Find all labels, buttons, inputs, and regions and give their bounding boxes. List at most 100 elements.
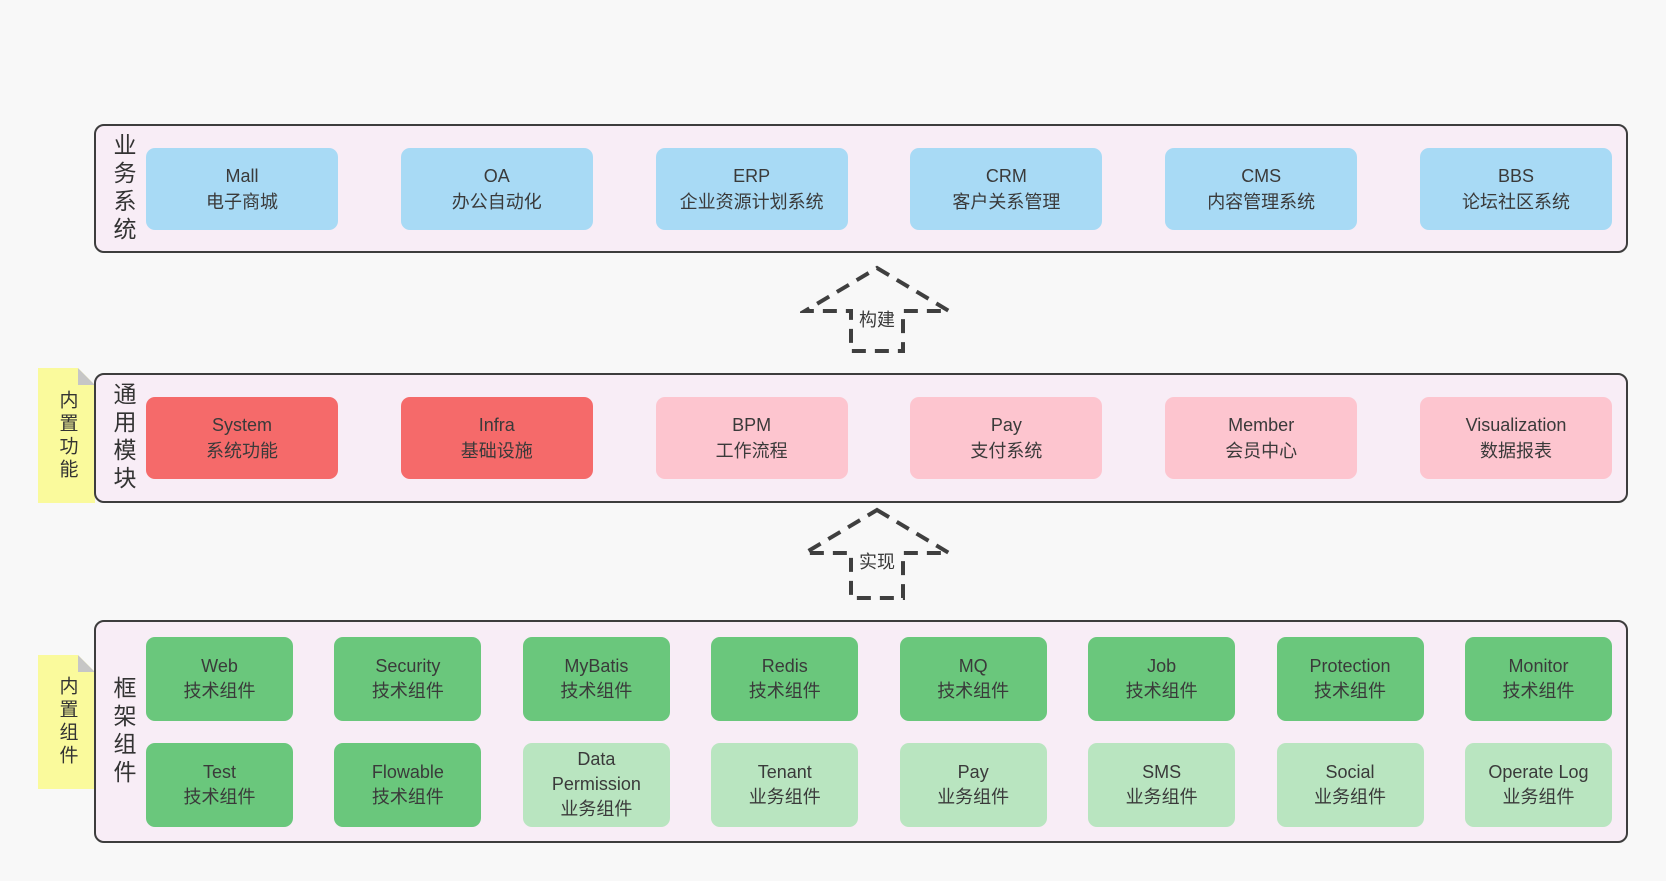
box-name: MyBatis	[564, 655, 629, 676]
box-mq: MQ 技术组件	[899, 636, 1047, 721]
box-name: Tenant	[757, 761, 812, 782]
sticky-label: 内置功能	[56, 389, 78, 482]
box-desc: 会员中心	[1225, 441, 1298, 461]
box-name: Data Permission	[551, 749, 641, 794]
box-job: Job 技术组件	[1088, 636, 1236, 721]
box-monitor: Monitor 技术组件	[1464, 636, 1612, 721]
box-desc: 技术组件	[937, 680, 1010, 701]
box-sms: SMS 业务组件	[1088, 742, 1236, 827]
framework-row-1: Web 技术组件 Security 技术组件 MyBatis 技术组件 Redi…	[146, 636, 1612, 721]
box-name: Pay	[957, 761, 989, 782]
box-name: Monitor	[1508, 655, 1569, 676]
box-mall: Mall 电子商城	[146, 147, 338, 230]
box-desc: 数据报表	[1479, 441, 1552, 461]
box-name: CMS	[1241, 165, 1282, 186]
box-desc: 论坛社区系统	[1461, 191, 1570, 212]
box-flowable: Flowable 技术组件	[334, 742, 482, 827]
box-test: Test 技术组件	[146, 742, 293, 827]
box-desc: 技术组件	[1314, 680, 1387, 701]
band-common-modules: 通用模块 System 系统功能 Infra 基础设施 BPM 工作流程 Pay…	[94, 373, 1628, 503]
box-name: Security	[375, 655, 441, 676]
sticky-built-in-features: 内置功能	[38, 368, 95, 503]
box-desc: 技术组件	[371, 680, 444, 701]
box-protection: Protection 技术组件	[1276, 636, 1424, 721]
box-infra: Infra 基础设施	[400, 397, 593, 479]
box-pay-biz: Pay 业务组件	[899, 742, 1047, 827]
box-cms: CMS 内容管理系统	[1165, 147, 1358, 230]
box-desc: 业务组件	[1314, 786, 1387, 807]
folded-corner-icon	[78, 655, 95, 672]
box-name: Protection	[1309, 655, 1391, 676]
box-name: Test	[202, 761, 236, 782]
box-redis: Redis 技术组件	[711, 636, 859, 721]
box-name: Mall	[225, 165, 259, 186]
sticky-label: 内置组件	[56, 676, 78, 768]
framework-row-2: Test 技术组件 Flowable 技术组件 Data Permission …	[146, 742, 1612, 827]
box-oa: OA 办公自动化	[400, 147, 593, 230]
box-name: ERP	[733, 165, 771, 186]
box-name: Redis	[761, 655, 808, 676]
arrow-build: 构建	[800, 263, 954, 355]
box-desc: 技术组件	[371, 786, 444, 807]
box-desc: 系统功能	[206, 441, 278, 461]
box-name: Visualization	[1465, 415, 1567, 435]
box-erp: ERP 企业资源计划系统	[655, 147, 848, 230]
box-operate-log: Operate Log 业务组件	[1464, 742, 1612, 827]
box-desc: 基础设施	[460, 441, 533, 461]
box-pay: Pay 支付系统	[910, 397, 1103, 479]
box-desc: 内容管理系统	[1207, 191, 1316, 212]
box-desc: 业务组件	[1125, 786, 1198, 807]
box-security: Security 技术组件	[334, 636, 482, 721]
folded-corner-icon	[78, 368, 95, 385]
box-desc: 技术组件	[1502, 680, 1575, 701]
box-desc: 支付系统	[970, 441, 1043, 461]
box-system: System 系统功能	[146, 397, 338, 479]
box-desc: 技术组件	[183, 786, 256, 807]
box-web: Web 技术组件	[146, 636, 293, 721]
box-bbs: BBS 论坛社区系统	[1419, 147, 1612, 230]
box-name: OA	[483, 165, 510, 186]
box-desc: 客户关系管理	[952, 191, 1061, 212]
band-label-framework-components: 框架组件	[110, 675, 136, 788]
box-bpm: BPM 工作流程	[655, 397, 848, 479]
box-name: Job	[1147, 655, 1177, 676]
box-name: Infra	[478, 415, 515, 435]
box-name: Web	[201, 655, 238, 676]
box-name: CRM	[985, 165, 1027, 186]
band-label-common-modules: 通用模块	[110, 382, 136, 494]
arrow-build-label: 构建	[856, 305, 898, 333]
box-crm: CRM 客户关系管理	[910, 147, 1103, 230]
sticky-built-in-components: 内置组件	[38, 655, 95, 789]
box-name: MQ	[958, 655, 988, 676]
box-desc: 企业资源计划系统	[679, 191, 824, 212]
box-desc: 业务组件	[748, 786, 821, 807]
box-data-permission: Data Permission 业务组件	[522, 742, 670, 827]
band-business-systems: 业务系统 Mall 电子商城 OA 办公自动化 ERP 企业资源计划系统 CRM…	[94, 124, 1628, 253]
box-social: Social 业务组件	[1276, 742, 1424, 827]
box-desc: 技术组件	[748, 680, 821, 701]
box-tenant: Tenant 业务组件	[711, 742, 859, 827]
box-name: System	[211, 415, 272, 435]
band-label-business-systems: 业务系统	[110, 132, 136, 245]
band-common-modules-row: System 系统功能 Infra 基础设施 BPM 工作流程 Pay 支付系统…	[146, 397, 1612, 479]
box-name: Flowable	[371, 761, 444, 782]
box-name: Member	[1228, 415, 1295, 435]
box-desc: 技术组件	[1125, 680, 1198, 701]
box-name: SMS	[1142, 761, 1182, 782]
box-desc: 业务组件	[560, 799, 633, 819]
band-framework-components: 框架组件 Web 技术组件 Security 技术组件 MyBatis 技术组件…	[94, 620, 1628, 843]
box-desc: 技术组件	[183, 680, 256, 701]
box-desc: 办公自动化	[451, 191, 542, 212]
box-name: BBS	[1497, 165, 1534, 186]
arrow-implement-label: 实现	[856, 547, 898, 575]
box-desc: 业务组件	[1502, 786, 1575, 807]
band-business-systems-row: Mall 电子商城 OA 办公自动化 ERP 企业资源计划系统 CRM 客户关系…	[146, 147, 1612, 230]
box-name: Pay	[990, 415, 1022, 435]
box-name: Social	[1325, 761, 1375, 782]
box-visualization: Visualization 数据报表	[1419, 397, 1612, 479]
box-name: BPM	[732, 415, 772, 435]
box-mybatis: MyBatis 技术组件	[522, 636, 670, 721]
band-framework-components-rows: Web 技术组件 Security 技术组件 MyBatis 技术组件 Redi…	[146, 636, 1612, 827]
box-desc: 电子商城	[206, 191, 278, 212]
